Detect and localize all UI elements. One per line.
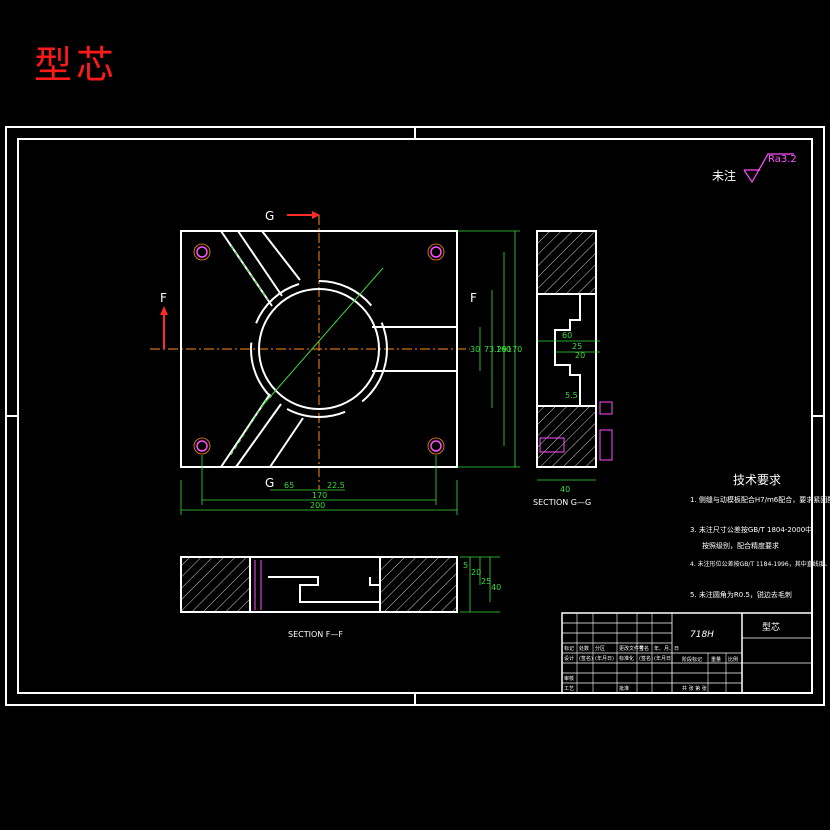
section-g-g-view: 60 25 20 5.5 40 SECTION G—G xyxy=(533,230,613,507)
tb-material: 718H xyxy=(690,630,714,640)
dim-30: 30 xyxy=(470,345,480,354)
title-block-cell-text: 设计 xyxy=(564,655,574,662)
section-mark-f-left: F xyxy=(160,291,167,305)
dim-side-5-5: 5.5 xyxy=(565,391,578,400)
title-block-cell-text: 批准 xyxy=(619,685,629,692)
outer-frame xyxy=(5,126,825,706)
title-block-cell-text: 标准化 xyxy=(619,655,634,662)
section-mark-f-right: F xyxy=(470,291,477,305)
plan-view: F F G G 65 22.5 170 200 30 73.29 160 170 xyxy=(150,209,522,515)
plate-outline xyxy=(180,230,458,468)
title-block-cell-text: 阶段标记 xyxy=(682,656,702,663)
section-label-gg: SECTION G—G xyxy=(533,498,591,507)
title-block-cell-text: 比例 xyxy=(728,656,738,663)
dim-65: 65 xyxy=(284,481,294,490)
section-mark-g-top: G xyxy=(265,209,274,223)
page-title: 型芯 xyxy=(34,43,119,87)
title-block-cell-text: 重量 xyxy=(711,656,721,663)
title-block: 718H 型芯 标记 处数 分区 更改文件号 签名 年、月、日 设计 (签名) … xyxy=(561,612,813,694)
title-block-cell-text: (签名) xyxy=(639,655,653,662)
tb-part-name: 型芯 xyxy=(762,621,780,633)
dim-200-h: 200 xyxy=(310,501,325,510)
dim-side-40: 40 xyxy=(560,485,570,494)
tech-item-2: 3. 未注尺寸公差按GB/T 1804-2000中 xyxy=(690,525,812,534)
tech-item-3: 按照级别，配合精度要求 xyxy=(702,541,779,550)
dim-side-25: 25 xyxy=(572,342,582,351)
dim-ff-25: 25 xyxy=(481,577,491,586)
dim-170-h: 170 xyxy=(312,491,327,500)
dim-side-60-top: 60 xyxy=(562,331,572,340)
dim-ff-5: 5 xyxy=(463,561,468,570)
section-label-ff: SECTION F—F xyxy=(288,630,343,639)
title-block-cell-text: 工艺 xyxy=(564,686,574,692)
title-block-cell-text: (年月日) xyxy=(595,655,614,662)
dim-22-5: 22.5 xyxy=(327,481,345,490)
tech-item-4: 4. 未注形位公差按GB/T 1184-1996，其中直线度、平面度、同轴度公差… xyxy=(690,560,830,568)
tech-item-1: 1. 侧缝与动模板配合H7/m6配合，要求紧固配合 xyxy=(690,495,830,504)
corner-holes xyxy=(193,243,445,455)
roughness-value: Ra3.2 xyxy=(768,154,797,165)
section-mark-g-bottom: G xyxy=(265,476,274,490)
title-block-cell-text: 标记 xyxy=(564,645,574,652)
surface-finish-note: 未注 Ra3.2 xyxy=(712,153,797,184)
dim-side-20: 20 xyxy=(575,351,585,360)
central-bore xyxy=(258,288,380,410)
title-block-cell-text: 更改文件号 xyxy=(619,645,644,652)
dim-ff-40: 40 xyxy=(491,583,501,592)
section-f-f-view: 5 20 25 40 SECTION F—F xyxy=(180,556,501,639)
dim-73-29: 73.29 xyxy=(484,345,507,354)
finish-note-text: 未注 xyxy=(712,168,736,183)
title-block-cell-text: 审核 xyxy=(564,675,574,682)
title-block-cell-text: 共 张 第 张 xyxy=(682,685,707,692)
tech-item-5: 5. 未注圆角为R0.5，锐边去毛刺 xyxy=(690,590,792,599)
title-block-cell-text: 签名 xyxy=(639,645,649,652)
dim-ff-20: 20 xyxy=(471,568,481,577)
tech-heading: 技术要求 xyxy=(733,473,781,487)
title-block-cell-text: 年、月、日 xyxy=(654,645,679,652)
technical-requirements: 技术要求 1. 侧缝与动模板配合H7/m6配合，要求紧固配合 3. 未注尺寸公差… xyxy=(690,473,830,599)
title-block-cell-text: 分区 xyxy=(595,645,605,652)
title-block-cell-text: 处数 xyxy=(579,645,589,652)
dim-160: 160 xyxy=(496,345,511,354)
title-block-cell-text: (年月日) xyxy=(654,655,673,662)
dim-170-v: 170 xyxy=(507,345,522,354)
title-block-cell-text: (签名) xyxy=(579,655,593,662)
